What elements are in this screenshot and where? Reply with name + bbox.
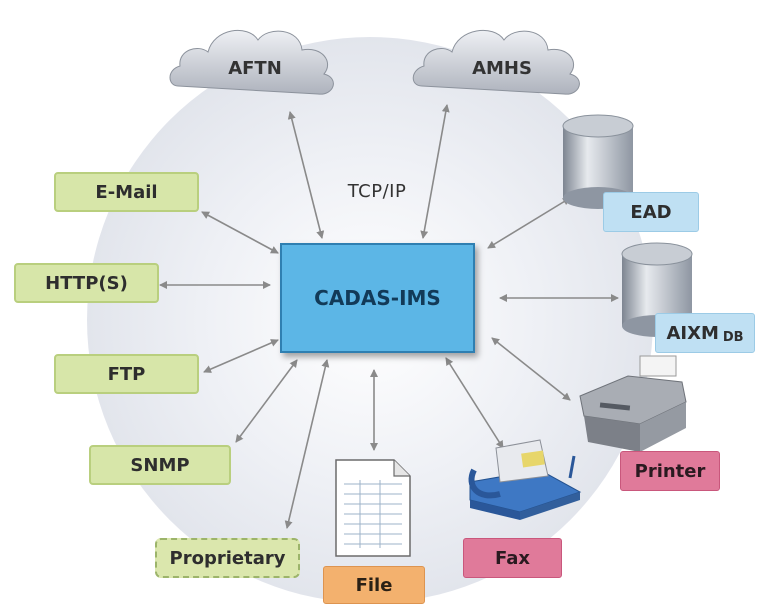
amhs-cloud-icon — [412, 30, 580, 95]
cadas-ims-label: CADAS-IMS — [314, 286, 441, 310]
snmp-node: SNMP — [89, 445, 231, 485]
aftn-label: AFTN — [228, 57, 282, 79]
connector-email — [201, 211, 279, 254]
connector-proprietary — [284, 359, 330, 529]
proprietary-node: Proprietary — [155, 538, 300, 578]
connector-fax — [445, 357, 504, 449]
http-node: HTTP(S) — [14, 263, 159, 303]
amhs-label: AMHS — [472, 57, 532, 79]
ftp-node: FTP — [54, 354, 199, 394]
tcp-ip-label: TCP/IP — [347, 180, 407, 202]
printer-label: Printer — [620, 451, 720, 491]
file-document-icon — [335, 459, 411, 557]
file-label: File — [323, 566, 425, 604]
connectors — [159, 104, 619, 529]
aixm-db-subscript: DB — [722, 329, 744, 345]
aixm-label-text: AIXM — [666, 322, 719, 344]
connector-amhs — [420, 104, 450, 239]
printer-icon — [579, 355, 687, 452]
ead-label: EAD — [603, 192, 699, 232]
connector-ftp — [203, 339, 279, 373]
cadas-ims-box: CADAS-IMS — [280, 243, 475, 353]
fax-label: Fax — [463, 538, 562, 578]
connector-ead — [487, 197, 571, 249]
connector-aftn — [287, 111, 325, 239]
connector-printer — [491, 337, 571, 401]
aixm-db-label: AIXM DB — [655, 313, 755, 353]
email-node: E-Mail — [54, 172, 199, 212]
fax-icon — [468, 439, 582, 520]
aftn-cloud-icon — [169, 30, 334, 95]
